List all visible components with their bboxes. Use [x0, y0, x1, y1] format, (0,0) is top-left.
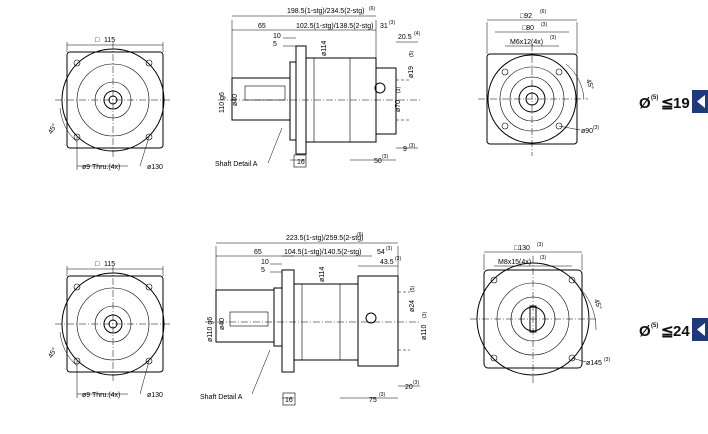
svg-text:16: 16 — [297, 159, 305, 166]
svg-text:54: 54 — [377, 249, 385, 256]
square-115-label: 115 — [104, 37, 115, 44]
bore-spec-1: Ø (5) ≦ 19 — [639, 95, 690, 112]
svg-text:(5): (5) — [651, 323, 658, 329]
svg-text:5: 5 — [261, 267, 265, 274]
svg-text:M6x12(4x): M6x12(4x) — [510, 39, 543, 46]
svg-text:ø114: ø114 — [321, 40, 328, 56]
svg-text:104.5(1-stg)/140.5(2-stg): 104.5(1-stg)/140.5(2-stg) — [284, 249, 361, 256]
front-view-left-2: □ 115 45° ø9 Thru.(4x) ø130 — [47, 261, 172, 399]
svg-text:(3): (3) — [540, 255, 546, 261]
svg-text:(3): (3) — [409, 143, 415, 149]
svg-text:(6): (6) — [540, 9, 546, 15]
holes-label-1: ø9 Thru.(4x) — [82, 164, 120, 171]
svg-text:(3): (3) — [604, 357, 610, 363]
bore-max-value-2: 24 — [673, 323, 690, 340]
svg-text:31: 31 — [380, 23, 388, 30]
svg-text:45°: 45° — [47, 346, 59, 359]
svg-text:(3): (3) — [396, 87, 402, 93]
svg-text:(6): (6) — [357, 232, 363, 238]
svg-text:(3): (3) — [386, 246, 392, 252]
svg-text:□: □ — [95, 261, 100, 268]
svg-text:65: 65 — [254, 249, 262, 256]
svg-text:223.5(1-stg)/259.5(2-stg): 223.5(1-stg)/259.5(2-stg) — [286, 235, 363, 242]
svg-text:(3): (3) — [422, 312, 428, 318]
svg-text:□92: □92 — [520, 13, 532, 20]
side-view-1: 198.5(1-stg)/234.5(2-stg) (6) 65 102.5(1… — [215, 6, 420, 168]
side-view-2: 223.5(1-stg)/259.5(2-stg) (6) 65 104.5(1… — [200, 232, 428, 406]
svg-text:115: 115 — [104, 261, 115, 268]
svg-text:ø114: ø114 — [319, 266, 326, 282]
svg-text:(5): (5) — [409, 51, 415, 57]
svg-text:ø110 g6: ø110 g6 — [207, 317, 214, 342]
svg-text:50: 50 — [374, 158, 382, 165]
svg-text:□: □ — [95, 37, 100, 44]
shaft-detail-label-1: Shaft Detail A — [215, 161, 258, 168]
front-view-left-1: 115 □ 45° ø9 Thru.(4x) ø130 — [47, 37, 172, 171]
svg-text:ø40: ø40 — [232, 94, 239, 106]
svg-text:45°: 45° — [592, 298, 603, 311]
nav-left-arrow-icon-2[interactable] — [692, 318, 708, 341]
svg-text:(5): (5) — [410, 286, 416, 292]
bore-spec-2: Ø (5) ≦ 24 — [639, 323, 690, 340]
svg-text:45°: 45° — [584, 78, 595, 91]
svg-text:75: 75 — [369, 397, 377, 404]
svg-text:ø9 Thru.(4x): ø9 Thru.(4x) — [82, 392, 120, 399]
svg-text:Shaft Detail A: Shaft Detail A — [200, 394, 243, 401]
svg-text:43.5: 43.5 — [380, 259, 394, 266]
pcd-130-label-1: ø130 — [147, 164, 163, 171]
angle-45-label-1: 45° — [47, 122, 59, 135]
svg-text:10: 10 — [273, 33, 281, 40]
svg-text:ø130: ø130 — [147, 392, 163, 399]
svg-text:5: 5 — [273, 41, 277, 48]
svg-text:20.5: 20.5 — [398, 34, 412, 41]
svg-text:(3): (3) — [413, 380, 419, 386]
svg-text:(3): (3) — [389, 20, 395, 26]
svg-text:ø90: ø90 — [581, 128, 593, 135]
front-view-right-2: □130 (3) M8x15(4x) (3) 45° ø145 (3) — [470, 242, 610, 384]
svg-text:≦: ≦ — [661, 95, 674, 112]
svg-text:110 g6: 110 g6 — [219, 92, 226, 113]
svg-text:ø40: ø40 — [219, 318, 226, 330]
svg-text:ø24: ø24 — [409, 300, 416, 312]
svg-text:Ø: Ø — [639, 95, 651, 112]
svg-text:16: 16 — [285, 397, 293, 404]
svg-text:(3): (3) — [550, 35, 556, 41]
svg-text:≦: ≦ — [661, 323, 674, 340]
svg-text:(3): (3) — [382, 154, 388, 160]
svg-text:10: 10 — [261, 259, 269, 266]
svg-text:(6): (6) — [369, 6, 375, 12]
svg-text:Ø: Ø — [639, 323, 651, 340]
svg-text:9: 9 — [403, 146, 407, 153]
front-view-right-1: □92 (6) □80 (3) M6x12(4x) (3) 45° ø90 (3… — [478, 9, 599, 156]
body-length-1: 102.5(1-stg)/138.5(2-stg) — [296, 23, 373, 30]
svg-text:□80: □80 — [522, 25, 534, 32]
svg-text:(3): (3) — [593, 125, 599, 131]
svg-text:(3): (3) — [537, 242, 543, 248]
svg-text:□130: □130 — [514, 245, 530, 252]
total-length-1: 198.5(1-stg)/234.5(2-stg) — [287, 8, 364, 15]
svg-text:(3): (3) — [541, 22, 547, 28]
svg-text:ø19: ø19 — [408, 66, 415, 78]
svg-text:ø145: ø145 — [586, 360, 602, 367]
svg-text:ø110: ø110 — [421, 324, 428, 340]
svg-text:20: 20 — [405, 384, 413, 391]
bore-max-value-1: 19 — [673, 95, 690, 112]
svg-text:M8x15(4x): M8x15(4x) — [498, 259, 531, 266]
svg-text:65: 65 — [258, 23, 266, 30]
svg-text:(3): (3) — [379, 392, 385, 398]
svg-text:ø70: ø70 — [395, 100, 402, 112]
svg-text:(4): (4) — [414, 31, 420, 37]
svg-text:(5): (5) — [651, 95, 658, 101]
nav-left-arrow-icon-1[interactable] — [692, 90, 708, 113]
